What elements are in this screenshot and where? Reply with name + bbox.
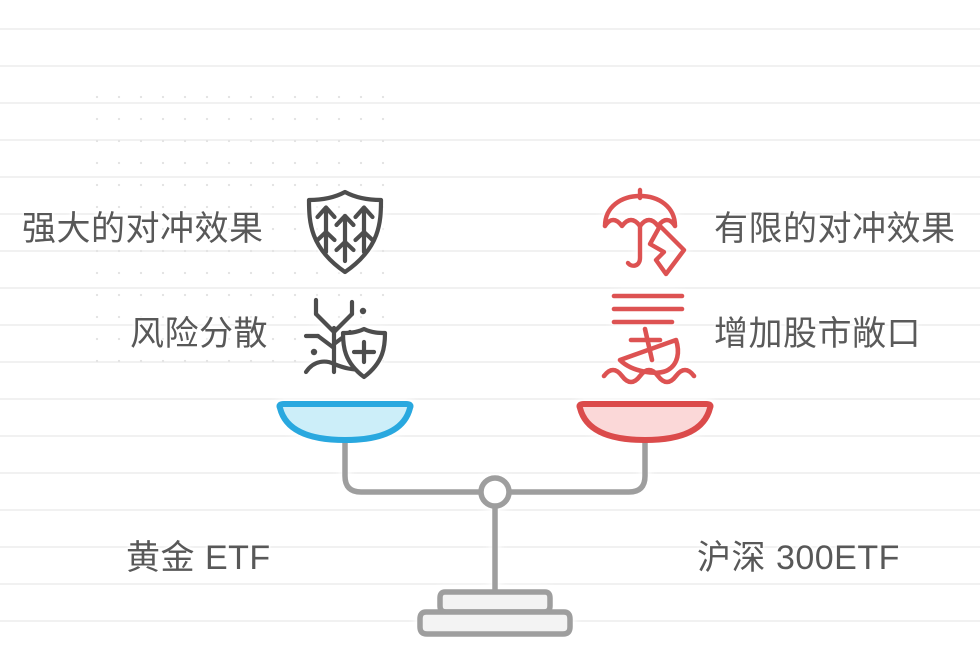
shield-arrows-icon xyxy=(300,188,390,276)
right-benefit-label-2: 增加股市敞口 xyxy=(714,315,921,353)
right-benefit-label-1: 有限的对冲效果 xyxy=(714,210,956,248)
tree-shield-icon xyxy=(292,292,392,382)
scale-pan-left xyxy=(276,401,414,444)
left-benefit-label-2: 风险分散 xyxy=(130,315,268,353)
broken-umbrella-icon xyxy=(598,186,694,278)
right-asset-label: 沪深 300ETF xyxy=(697,539,900,577)
left-benefit-label-1: 强大的对冲效果 xyxy=(22,210,264,248)
balance-scale xyxy=(260,396,730,646)
sinking-boat-icon xyxy=(598,288,698,386)
left-asset-label: 黄金 ETF xyxy=(126,539,271,577)
scale-pan-right xyxy=(576,401,714,444)
